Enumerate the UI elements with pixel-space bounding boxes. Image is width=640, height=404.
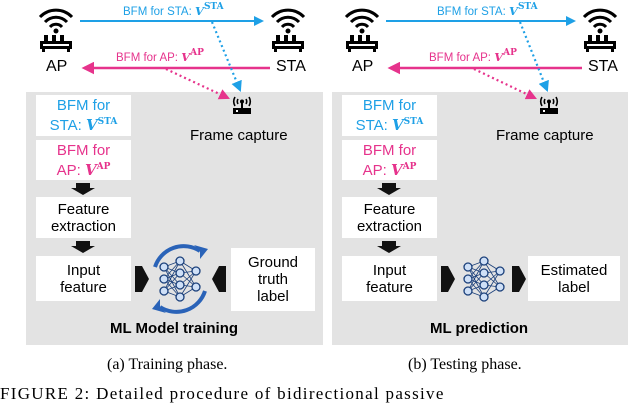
sta-prefix-text: STA: [49, 117, 87, 134]
estimated-label-line1: Estimated [540, 261, 608, 279]
sta-superscript: STA [517, 2, 538, 12]
v-symbol: V [195, 4, 204, 18]
sta-router-icon [270, 8, 306, 52]
bfm-ap-box: BFM for AP: VAP [36, 140, 131, 180]
sta-superscript: STA [97, 117, 118, 127]
v-symbol: V [84, 160, 97, 179]
ap-prefix-text: AP: [362, 161, 391, 179]
ap-router-icon [344, 8, 380, 52]
bfm-ap-arrow-text: BFM for AP: [116, 52, 182, 64]
feature-extraction-box: Feature extraction [36, 197, 131, 238]
frame-capture-label: Frame capture [496, 127, 594, 144]
bfm-for-text: BFM for [56, 97, 111, 114]
v-symbol: V [86, 116, 98, 134]
bfm-sta-arrow-text: BFM for STA: [437, 6, 509, 18]
bfm-sta-box: BFM for STA: VSTA [342, 95, 437, 136]
sta-router-icon [582, 8, 618, 52]
estimated-label-box: Estimated label [528, 256, 620, 301]
capture-sta-dotted [518, 21, 549, 93]
ap-label: AP [46, 58, 68, 75]
bfm-ap-arrow-text: BFM for AP: [429, 52, 495, 64]
frame-capture-label: Frame capture [190, 127, 288, 144]
feature-extraction-line1: Feature [57, 200, 110, 218]
bfm-ap-value: AP: VAP [57, 159, 111, 179]
bfm-sta-value: STA: VSTA [49, 114, 118, 135]
capture-device-icon [233, 96, 251, 114]
bfm-ap-box: BFM for AP: VAP [342, 140, 437, 180]
sta-superscript: STA [403, 117, 424, 127]
caption-testing: (b) Testing phase. [408, 356, 522, 373]
ap-superscript: AP [402, 161, 417, 172]
v-symbol: V [494, 50, 504, 64]
capture-device-icon [540, 96, 558, 114]
input-feature-box: Input feature [342, 256, 437, 301]
bfm-sta-box: BFM for STA: VSTA [36, 95, 131, 136]
sta-prefix-text: STA: [355, 117, 393, 134]
input-feature-line1: Input [66, 261, 101, 279]
sta-label: STA [588, 58, 618, 75]
input-feature-line1: Input [372, 261, 407, 279]
bfm-ap-arrow-label: BFM for AP: VAP [116, 48, 204, 64]
ap-superscript: AP [190, 48, 204, 58]
bfm-for-text: BFM for [56, 141, 111, 159]
v-symbol: V [390, 160, 403, 179]
caption-training: (a) Training phase. [107, 356, 228, 373]
ground-truth-line1: Ground [247, 254, 299, 271]
capture-sta-dotted [210, 21, 242, 93]
estimated-label-line2: label [558, 278, 590, 296]
input-feature-line2: feature [60, 278, 107, 296]
figure-caption: FIGURE 2: Detailed procedure of bidirect… [0, 384, 445, 403]
bfm-ap-value: AP: VAP [363, 159, 417, 179]
ap-superscript: AP [96, 161, 111, 172]
prediction-panel-title: ML prediction [430, 320, 529, 337]
bfm-sta-arrow-label: BFM for STA: VSTA [123, 2, 224, 18]
feature-extraction-line1: Feature [363, 200, 416, 218]
bfm-sta-value: STA: VSTA [355, 114, 424, 135]
v-symbol: V [509, 4, 518, 18]
feature-extraction-line2: extraction [50, 217, 117, 235]
input-feature-box: Input feature [36, 256, 131, 301]
ground-truth-line2: truth [257, 271, 288, 288]
ground-truth-box: Ground truth label [231, 248, 315, 311]
ap-superscript: AP [503, 48, 517, 58]
v-symbol: V [392, 116, 404, 134]
ground-truth-line3: label [257, 288, 289, 305]
training-panel-title: ML Model training [110, 320, 239, 337]
bfm-sta-arrow-text: BFM for STA: [123, 6, 195, 18]
bfm-for-text: BFM for [362, 141, 417, 159]
ap-prefix-text: AP: [56, 161, 85, 179]
feature-extraction-box: Feature extraction [342, 197, 437, 238]
input-feature-line2: feature [366, 278, 413, 296]
ap-label: AP [352, 58, 374, 75]
feature-extraction-line2: extraction [356, 217, 423, 235]
sta-superscript: STA [203, 2, 224, 12]
bfm-ap-arrow-label: BFM for AP: VAP [429, 48, 517, 64]
ap-router-icon [38, 8, 74, 52]
sta-label: STA [276, 58, 306, 75]
bfm-sta-arrow-label: BFM for STA: VSTA [437, 2, 538, 18]
bfm-for-text: BFM for [362, 97, 417, 114]
v-symbol: V [181, 50, 191, 64]
